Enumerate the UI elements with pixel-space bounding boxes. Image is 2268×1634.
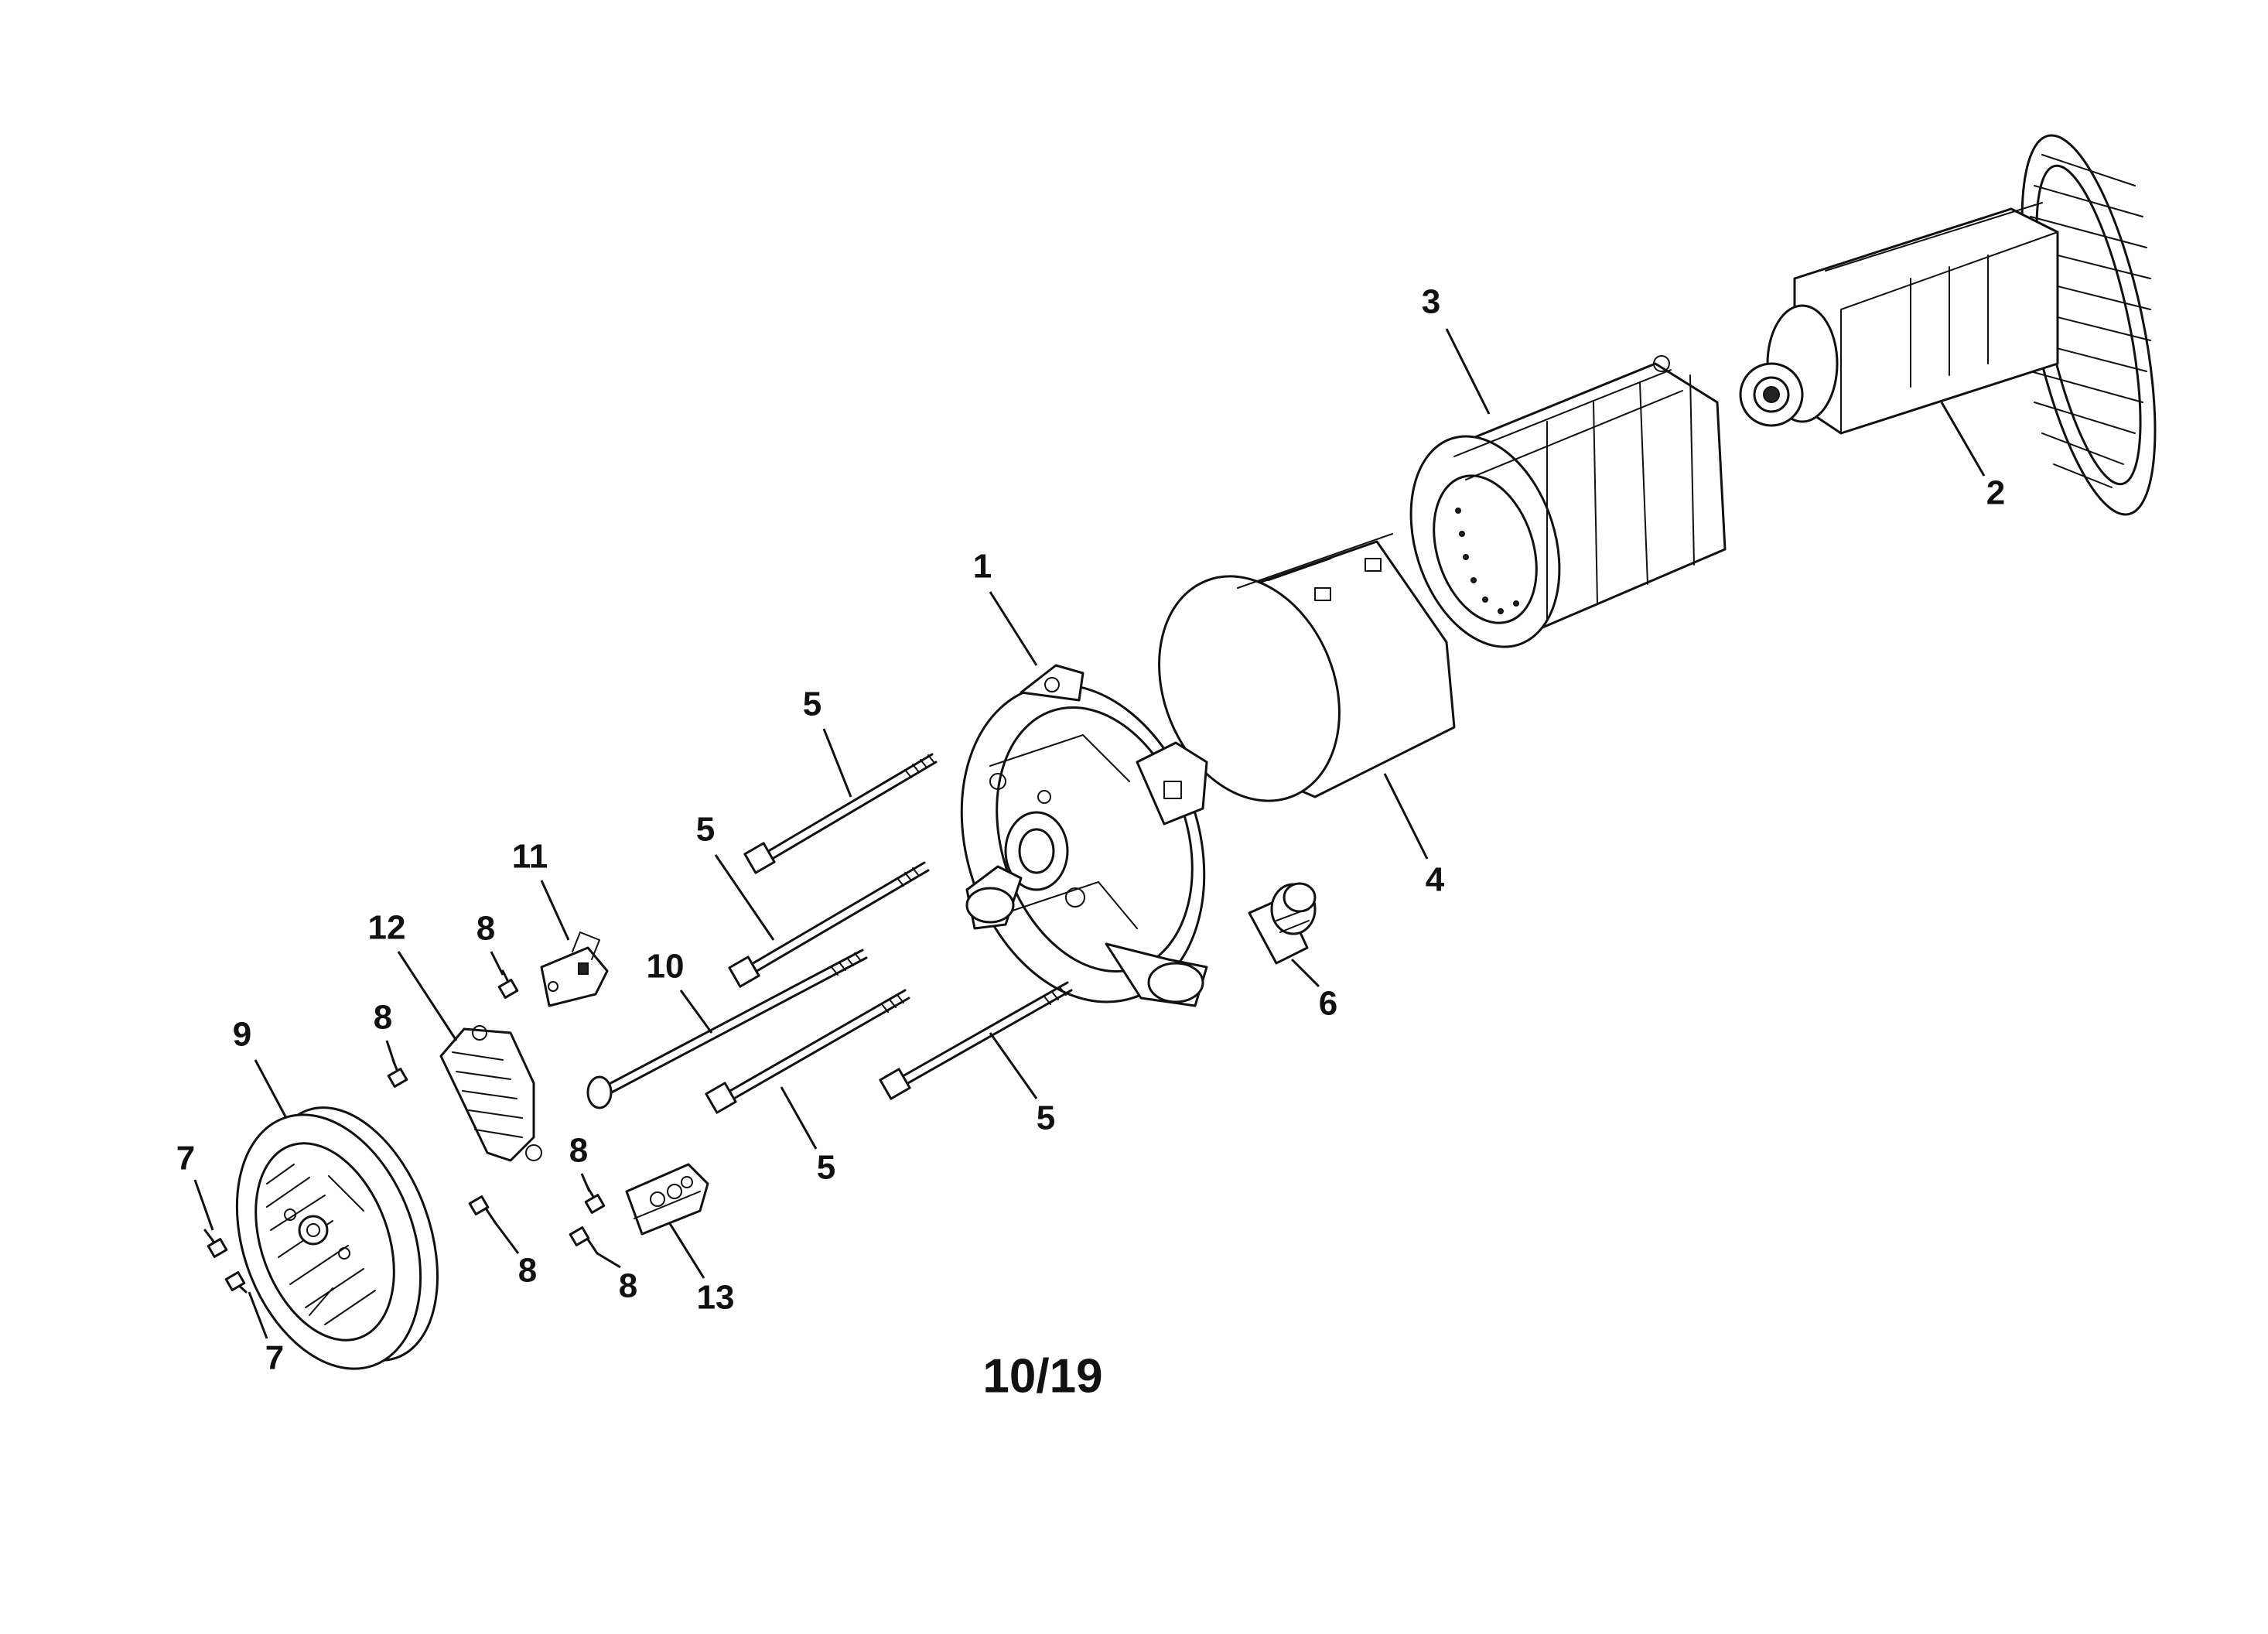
screw-8-c xyxy=(584,1186,606,1214)
callout-11: 11 xyxy=(512,838,548,876)
leader-5-lower-b xyxy=(989,1032,1038,1099)
stator-cover xyxy=(1158,533,1456,802)
callout-5-lower-a: 5 xyxy=(817,1149,835,1187)
long-rod xyxy=(586,949,868,1109)
shield-plate xyxy=(439,1025,542,1162)
callout-5-upper-a: 5 xyxy=(803,685,821,723)
page-number: 10/19 xyxy=(982,1349,1102,1403)
end-cover xyxy=(235,1106,439,1370)
callout-7-upper: 7 xyxy=(176,1140,195,1178)
rotor-assembly xyxy=(1739,134,2157,516)
screw-8-b xyxy=(387,1058,408,1088)
leader-5-upper-a xyxy=(822,728,852,798)
brush-holder xyxy=(1248,882,1317,965)
leader-1 xyxy=(989,591,1038,666)
callout-7-lower: 7 xyxy=(265,1339,284,1377)
callout-8-d: 8 xyxy=(518,1252,537,1290)
leader-5-upper-b xyxy=(714,854,775,941)
screw-8-e xyxy=(569,1226,599,1255)
leader-8-d xyxy=(494,1222,520,1254)
callout-1: 1 xyxy=(973,548,992,586)
leader-4 xyxy=(1383,773,1429,860)
callout-5-lower-b: 5 xyxy=(1037,1099,1055,1137)
screw-7-upper xyxy=(203,1229,228,1258)
leader-6 xyxy=(1290,958,1320,988)
end-housing xyxy=(960,664,1208,1007)
leader-11 xyxy=(540,880,570,941)
leader-8-b xyxy=(385,1040,396,1065)
callout-8-c: 8 xyxy=(569,1132,588,1170)
screw-8-d xyxy=(468,1195,497,1224)
leader-8-a xyxy=(490,951,504,976)
callout-13: 13 xyxy=(697,1279,735,1317)
through-bolt-lower-a xyxy=(705,989,910,1114)
callout-8-a: 8 xyxy=(476,910,495,948)
through-bolt-upper-a xyxy=(743,753,938,874)
stator xyxy=(1409,355,1727,648)
through-bolt-lower-b xyxy=(879,981,1073,1100)
leader-12 xyxy=(397,951,458,1041)
callout-3: 3 xyxy=(1422,283,1440,321)
leader-10 xyxy=(679,990,713,1034)
screw-7-lower xyxy=(224,1271,248,1294)
callout-12: 12 xyxy=(368,909,406,947)
callout-10: 10 xyxy=(647,948,685,986)
callout-5-upper-b: 5 xyxy=(696,811,715,849)
callout-8-e: 8 xyxy=(619,1267,637,1305)
leader-2 xyxy=(1940,402,1986,477)
leader-7-upper xyxy=(193,1179,214,1231)
callout-8-b: 8 xyxy=(374,999,392,1037)
leader-3 xyxy=(1445,328,1491,415)
screw-8-a xyxy=(497,969,519,999)
leader-13 xyxy=(668,1222,705,1279)
callout-4: 4 xyxy=(1426,861,1445,899)
leader-8-c xyxy=(580,1173,591,1192)
leader-9 xyxy=(254,1059,288,1119)
callout-6: 6 xyxy=(1319,985,1337,1023)
leader-5-lower-a xyxy=(780,1086,818,1150)
callout-9: 9 xyxy=(233,1016,251,1054)
terminal-block xyxy=(625,1163,709,1236)
callout-2: 2 xyxy=(1986,474,2005,512)
through-bolt-upper-b xyxy=(728,861,930,988)
leader-7-lower xyxy=(248,1291,268,1339)
small-bracket xyxy=(540,932,609,1007)
leader-8-e xyxy=(596,1252,621,1269)
